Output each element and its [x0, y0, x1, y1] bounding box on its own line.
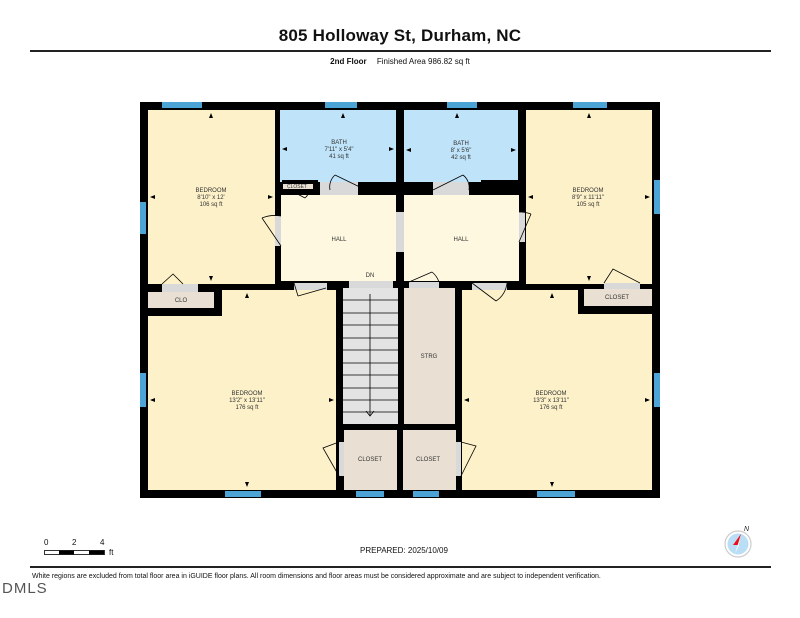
- svg-text:BEDROOM: BEDROOM: [535, 391, 566, 397]
- disclaimer-text: White regions are excluded from total fl…: [32, 573, 601, 580]
- svg-text:BEDROOM: BEDROOM: [231, 391, 262, 397]
- stairs-down-label: DN: [366, 273, 375, 279]
- footer-divider: [30, 566, 771, 568]
- closet-bottom-right-floor: [403, 430, 456, 490]
- prepared-date: PREPARED: 2025/10/09: [360, 546, 448, 555]
- svg-text:105 sq ft: 105 sq ft: [576, 202, 599, 208]
- room-label-bedroom-sw: BEDROOM 13'2" x 13'11" 176 sq ft: [229, 391, 265, 411]
- room-label-bath-2: BATH 8' x 5'6" 42 sq ft: [451, 141, 472, 161]
- room-label-bath-1: BATH 7'11" x 5'4" 41 sq ft: [324, 140, 353, 160]
- stairs: [343, 288, 398, 424]
- bedroom-sw-floor: [148, 290, 336, 490]
- closet-small-label: CLOSET: [287, 184, 307, 190]
- floor-subtitle: 2nd Floor Finished Area 986.82 sq ft: [0, 57, 800, 66]
- svg-text:8'9" x 11'11": 8'9" x 11'11": [572, 195, 604, 201]
- floor-name: 2nd Floor: [330, 57, 367, 66]
- window: [162, 102, 202, 108]
- scale-bar-graphic: [44, 550, 105, 555]
- compass-icon: N: [724, 526, 752, 558]
- bedroom-se-floor: [462, 290, 652, 490]
- mls-watermark: DMLS: [2, 580, 48, 597]
- hall-left-floor: [281, 195, 396, 281]
- svg-text:BEDROOM: BEDROOM: [572, 188, 603, 194]
- storage-label: STRG: [421, 354, 438, 360]
- bedroom-nw-floor: [148, 110, 275, 284]
- svg-text:42 sq ft: 42 sq ft: [451, 155, 471, 161]
- closet-bottom-right-label: CLOSET: [416, 457, 440, 463]
- room-label-bedroom-ne: BEDROOM 8'9" x 11'11" 105 sq ft: [572, 188, 604, 208]
- closet-ne-label: CLOSET: [605, 295, 629, 301]
- finished-area: Finished Area 986.82 sq ft: [376, 57, 470, 66]
- svg-text:N: N: [744, 526, 750, 533]
- bedroom-ne-floor: [526, 110, 652, 284]
- scale-tick-0: 0: [44, 538, 49, 547]
- svg-text:7'11" x 5'4": 7'11" x 5'4": [324, 147, 353, 153]
- closet-bottom-left-label: CLOSET: [358, 457, 382, 463]
- hall-right-label: HALL: [453, 237, 469, 243]
- svg-text:BATH: BATH: [331, 140, 347, 146]
- svg-text:176 sq ft: 176 sq ft: [539, 405, 562, 411]
- svg-text:BEDROOM: BEDROOM: [195, 188, 226, 194]
- svg-text:8' x 5'6": 8' x 5'6": [451, 148, 472, 154]
- bath-2-floor: [404, 110, 518, 182]
- clo-floor: [148, 292, 214, 308]
- closet-ne-floor: [584, 289, 652, 306]
- svg-text:106 sq ft: 106 sq ft: [199, 202, 222, 208]
- svg-text:41 sq ft: 41 sq ft: [329, 154, 349, 160]
- hall-right-floor: [404, 195, 519, 281]
- storage-floor: [404, 288, 455, 424]
- room-label-bedroom-nw: BEDROOM 8'10" x 12' 106 sq ft: [195, 188, 226, 208]
- page-title: 805 Holloway St, Durham, NC: [278, 26, 522, 45]
- svg-text:176 sq ft: 176 sq ft: [235, 405, 258, 411]
- bath-1-floor: [280, 110, 396, 182]
- scale-tick-2: 2: [72, 538, 77, 547]
- svg-text:13'3" x 13'11": 13'3" x 13'11": [533, 398, 569, 404]
- clo-label: CLO: [175, 298, 188, 304]
- closet-bottom-left-floor: [344, 430, 397, 490]
- scale-tick-4: 4: [100, 538, 105, 547]
- svg-text:8'10" x 12': 8'10" x 12': [197, 195, 224, 201]
- title-divider: [30, 50, 771, 52]
- svg-text:BATH: BATH: [453, 141, 469, 147]
- svg-text:13'2" x 13'11": 13'2" x 13'11": [229, 398, 265, 404]
- hall-left-label: HALL: [331, 237, 347, 243]
- room-label-bedroom-se: BEDROOM 13'3" x 13'11" 176 sq ft: [533, 391, 569, 411]
- scale-unit: ft: [109, 548, 114, 557]
- closet-small: [283, 184, 313, 189]
